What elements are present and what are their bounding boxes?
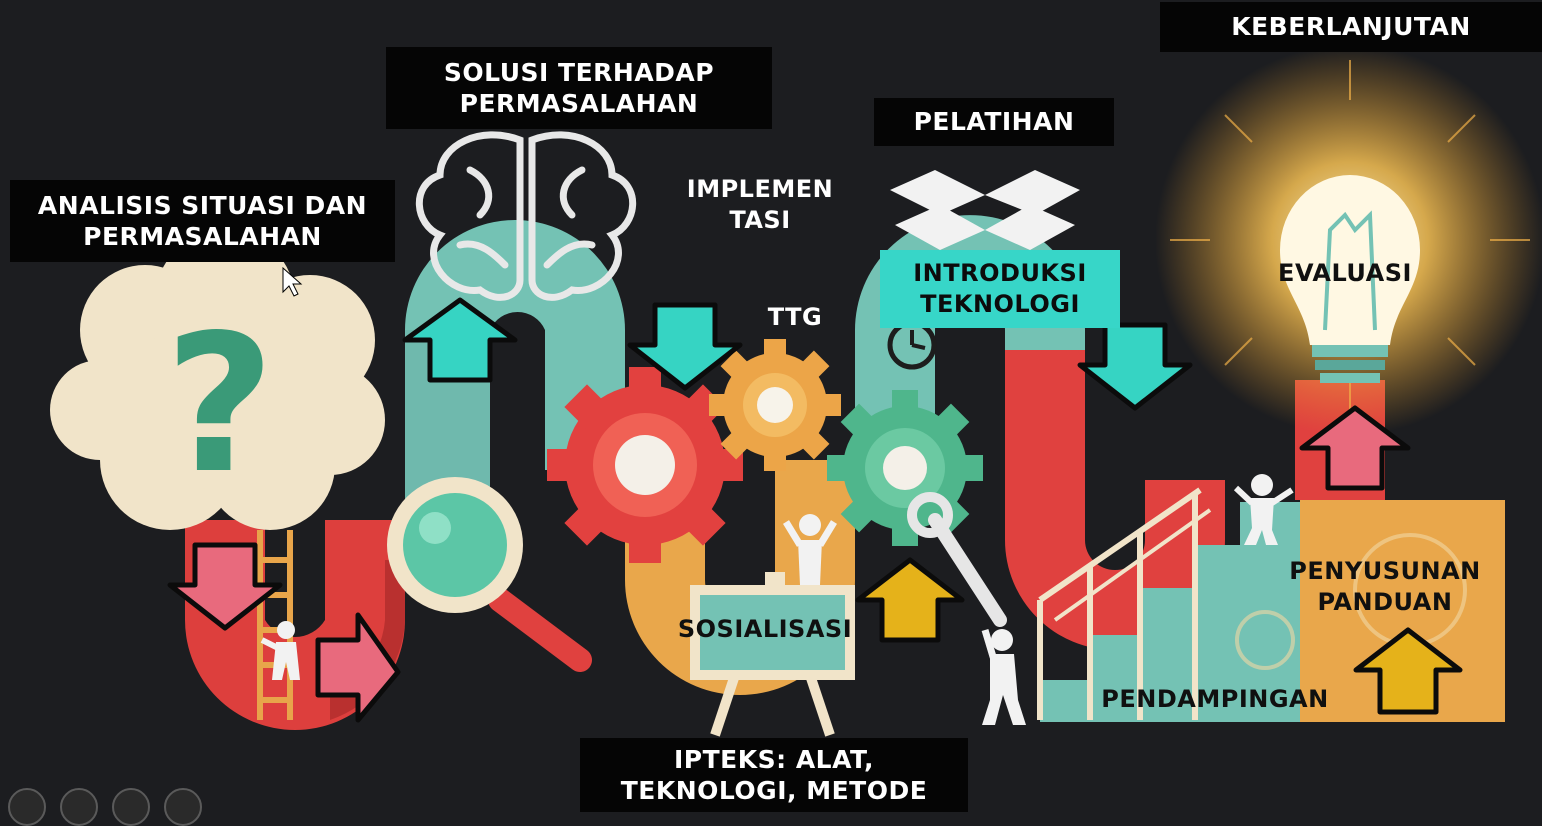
gear-orange-icon bbox=[709, 339, 841, 471]
label-implementasi: IMPLEMEN TASI bbox=[665, 174, 855, 236]
arrow-pink-down-icon bbox=[167, 542, 283, 631]
mouse-cursor-icon bbox=[282, 266, 303, 297]
label-solusi-line2: PERMASALAHAN bbox=[459, 89, 699, 118]
presentation-board-icon bbox=[690, 572, 855, 737]
arrow-pink-up-icon bbox=[1299, 405, 1411, 491]
staircase-icon bbox=[1037, 487, 1300, 722]
label-pelatihan: PELATIHAN bbox=[874, 98, 1114, 146]
gear-green-icon bbox=[827, 390, 983, 546]
player-control-2[interactable] bbox=[60, 788, 98, 826]
arrow-yellow-up-right-icon bbox=[1353, 627, 1463, 715]
label-solusi-line1: SOLUSI TERHADAP bbox=[443, 57, 715, 87]
label-analisis: ANALISIS SITUASI DAN PERMASALAHAN bbox=[10, 180, 395, 262]
label-introduksi-line1: INTRODUKSI bbox=[913, 258, 1087, 287]
path-red-right-u bbox=[1005, 350, 1225, 650]
player-control-4[interactable] bbox=[164, 788, 202, 826]
label-introduksi: INTRODUKSI TEKNOLOGI bbox=[880, 250, 1120, 328]
label-evaluasi-text: EVALUASI bbox=[1278, 259, 1412, 287]
label-keberlanjutan: KEBERLANJUTAN bbox=[1160, 2, 1542, 52]
climber-stairs-figure-icon bbox=[1233, 474, 1294, 545]
label-sosialisasi-text: SOSIALISASI bbox=[677, 615, 853, 643]
label-evaluasi: EVALUASI bbox=[1250, 258, 1440, 289]
box-open-icon bbox=[890, 170, 1080, 250]
label-introduksi-line2: TEKNOLOGI bbox=[920, 290, 1080, 318]
label-solusi: SOLUSI TERHADAP PERMASALAHAN bbox=[386, 47, 772, 129]
label-penyusunan-line2: PANDUAN bbox=[1317, 588, 1453, 617]
label-analisis-line1: ANALISIS SITUASI DAN bbox=[37, 190, 368, 220]
label-keberlanjutan-text: KEBERLANJUTAN bbox=[1231, 12, 1471, 42]
label-pendampingan: PENDAMPINGAN bbox=[1080, 684, 1350, 715]
label-penyusunan-line1: PENYUSUNAN bbox=[1289, 557, 1481, 585]
label-ttg-text: TTG bbox=[767, 303, 823, 331]
worker-figure-icon bbox=[981, 628, 1026, 725]
label-pendampingan-text: PENDAMPINGAN bbox=[1101, 685, 1329, 713]
arrow-teal-down-right-icon bbox=[1077, 322, 1193, 411]
label-ttg: TTG bbox=[755, 302, 835, 333]
arrow-teal-down-icon bbox=[627, 302, 743, 391]
label-sosialisasi: SOSIALISASI bbox=[660, 614, 870, 645]
player-control-3[interactable] bbox=[112, 788, 150, 826]
label-penyusunan: PENYUSUNAN PANDUAN bbox=[1270, 556, 1500, 618]
label-ipteks-line1: IPTEKS: ALAT, bbox=[673, 744, 874, 774]
label-pelatihan-text: PELATIHAN bbox=[913, 107, 1075, 137]
presenter-figure-icon bbox=[783, 514, 837, 585]
player-control-1[interactable] bbox=[8, 788, 46, 826]
gear-red-icon bbox=[547, 367, 743, 563]
question-mark: ? bbox=[164, 294, 276, 515]
label-implementasi-line1: IMPLEMEN bbox=[686, 175, 834, 203]
label-implementasi-line2: TASI bbox=[729, 206, 791, 235]
arrow-pink-right-icon bbox=[315, 612, 401, 723]
arrow-teal-up-icon bbox=[402, 297, 518, 383]
climber-figure-icon bbox=[260, 621, 300, 680]
cloud-icon bbox=[50, 230, 385, 530]
magnifier-icon bbox=[387, 477, 592, 672]
arrow-yellow-up-icon bbox=[855, 557, 965, 643]
light-bulb-icon bbox=[1155, 45, 1542, 435]
label-ipteks: IPTEKS: ALAT, TEKNOLOGI, METODE bbox=[580, 738, 968, 812]
brain-icon bbox=[415, 131, 637, 301]
label-analisis-line2: PERMASALAHAN bbox=[83, 222, 322, 251]
label-ipteks-line2: TEKNOLOGI, METODE bbox=[620, 776, 928, 805]
wrench-icon bbox=[907, 492, 1007, 627]
